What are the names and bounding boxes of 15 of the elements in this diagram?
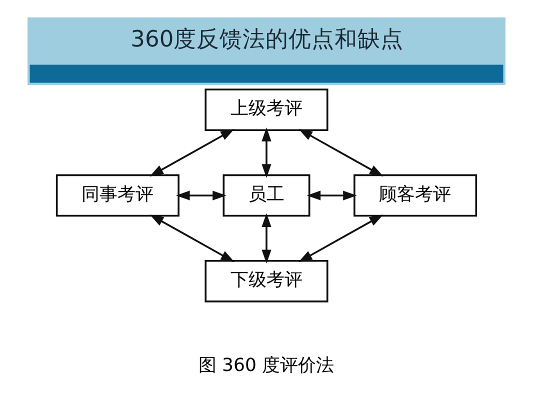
- arrow: [298, 128, 384, 176]
- arrow: [298, 214, 384, 262]
- node-box: 下级考评: [204, 260, 328, 302]
- arrow: [176, 190, 226, 200]
- caption: 图 360 度评价法: [198, 355, 334, 376]
- diagram-title: 360度反馈法的优点和缺点: [130, 26, 404, 53]
- node-box: 同事考评: [56, 174, 180, 217]
- node-box: 顾客考评: [354, 174, 478, 217]
- arrow: [262, 213, 272, 264]
- node-box: 员工: [222, 174, 310, 217]
- arrow: [306, 190, 357, 200]
- arrow: [150, 128, 234, 176]
- arrow: [150, 214, 235, 262]
- arrow: [262, 128, 272, 178]
- node-box: 上级考评: [204, 88, 328, 132]
